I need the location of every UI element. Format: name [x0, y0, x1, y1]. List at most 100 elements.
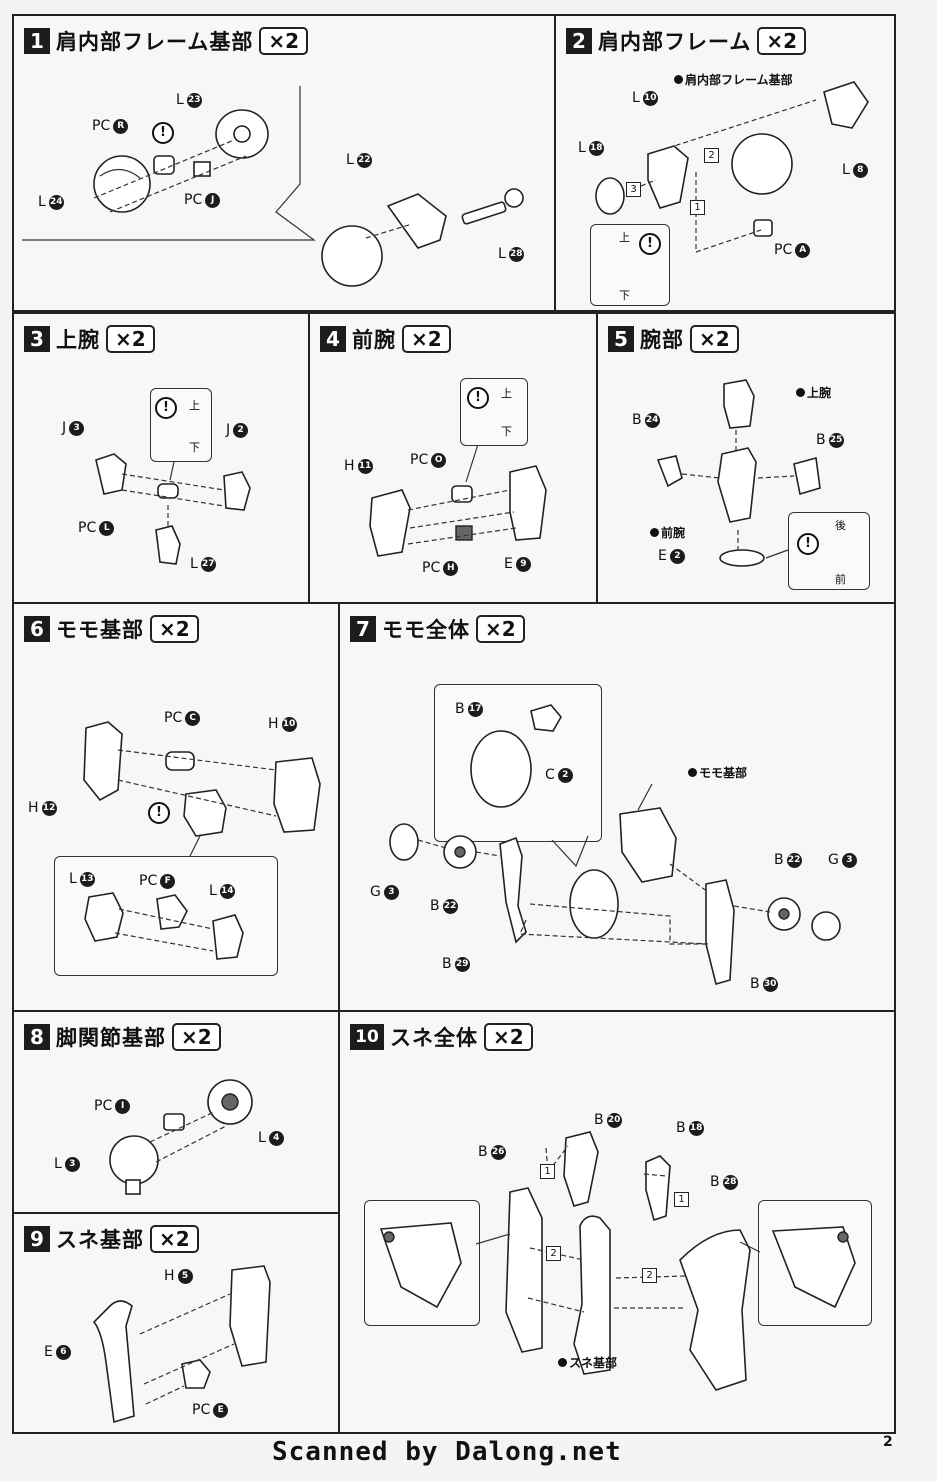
step-order-mark: 1 — [540, 1164, 555, 1179]
step-title: 上腕 — [56, 328, 100, 352]
panel-header: 9 スネ基部 ×2 — [24, 1224, 199, 1254]
panel-header: 1 肩内部フレーム基部 ×2 — [24, 26, 309, 56]
direction-up: 上 — [501, 387, 512, 400]
step-number: 7 — [350, 616, 376, 642]
caution-icon: ! — [467, 387, 489, 409]
step-number: 1 — [24, 28, 50, 54]
reference-note: スネ基部 — [558, 1354, 617, 1371]
step-title: モモ基部 — [56, 618, 144, 642]
reference-note: モモ基部 — [688, 764, 747, 781]
assembly-diagram — [389, 783, 841, 985]
step-order-mark: 2 — [546, 1246, 561, 1261]
step-title: 腕部 — [640, 328, 684, 352]
detail-inset — [758, 1200, 872, 1326]
direction-front: 前 — [835, 573, 846, 586]
assembly-diagram — [95, 443, 251, 565]
quantity-badge: ×2 — [150, 1225, 199, 1253]
caution-icon: ! — [148, 802, 170, 824]
step-title: 肩内部フレーム — [598, 30, 752, 54]
quantity-badge: ×2 — [172, 1023, 221, 1051]
direction-up: 上 — [189, 399, 200, 412]
page-number: 2 — [883, 1434, 893, 1450]
step-title: スネ基部 — [56, 1228, 144, 1252]
detail-inset — [364, 1200, 480, 1326]
assembly-diagram — [656, 379, 821, 567]
assembly-diagram — [369, 437, 547, 557]
caution-icon: ! — [152, 122, 174, 144]
assembly-diagram — [22, 86, 524, 287]
step-number: 10 — [350, 1024, 384, 1050]
step-number: 4 — [320, 326, 346, 352]
caution-icon: ! — [639, 233, 661, 255]
direction-down: 下 — [189, 441, 200, 454]
panel-header: 5 腕部 ×2 — [608, 324, 739, 354]
step-title: 肩内部フレーム基部 — [56, 30, 254, 54]
step-order-mark: 2 — [704, 148, 719, 163]
step-title: スネ全体 — [390, 1026, 478, 1050]
quantity-badge: ×2 — [106, 325, 155, 353]
direction-back: 後 — [835, 519, 846, 532]
step-order-mark: 1 — [690, 200, 705, 215]
panel-header: 2 肩内部フレーム ×2 — [566, 26, 807, 56]
direction-down: 下 — [619, 289, 630, 302]
panel-header: 8 脚関節基部 ×2 — [24, 1022, 221, 1052]
step-order-mark: 3 — [626, 182, 641, 197]
panel-header: 10 スネ全体 ×2 — [350, 1022, 533, 1052]
caution-icon: ! — [797, 533, 819, 555]
panel-header: 4 前腕 ×2 — [320, 324, 451, 354]
quantity-badge: ×2 — [259, 27, 309, 55]
step-title: 脚関節基部 — [56, 1026, 166, 1050]
quantity-badge: ×2 — [690, 325, 739, 353]
detail-inset: ! 上 下 — [150, 388, 212, 462]
scan-credit: Scanned by Dalong.net — [272, 1437, 622, 1467]
reference-note: 肩内部フレーム基部 — [674, 71, 793, 88]
quantity-badge: ×2 — [757, 27, 807, 55]
detail-inset: ! 上 下 — [460, 378, 528, 446]
step-number: 6 — [24, 616, 50, 642]
quantity-badge: ×2 — [484, 1023, 533, 1051]
assembly-diagram — [92, 1265, 271, 1424]
